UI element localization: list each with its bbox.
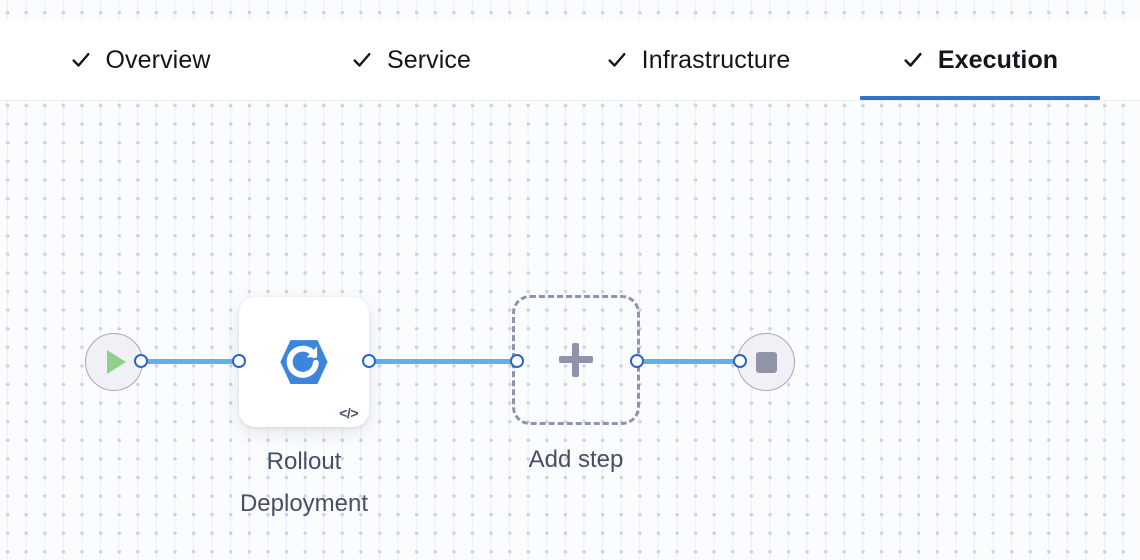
tab-overview[interactable]: Overview — [20, 20, 260, 100]
handle-rollout-source[interactable] — [362, 354, 376, 368]
execution-flow-graph: </> Rollout Deployment Add step — [0, 100, 1140, 560]
tab-overview-label: Overview — [105, 45, 211, 74]
tab-infrastructure-label: Infrastructure — [641, 45, 791, 74]
step-node-label-rollout-deployment: Rollout Deployment — [239, 448, 369, 517]
tab-list: Overview Service Infrastructure Executio… — [0, 20, 1140, 100]
handle-addstep-target[interactable] — [510, 354, 524, 368]
flow-start-node[interactable] — [85, 333, 143, 391]
add-step-label: Add step — [528, 446, 624, 473]
check-icon — [608, 52, 626, 67]
check-icon — [71, 52, 90, 67]
handle-addstep-source[interactable] — [630, 354, 644, 368]
edge-rollout-to-addstep[interactable] — [366, 359, 518, 364]
pipeline-stage-tabbar: Overview Service Infrastructure Executio… — [0, 20, 1140, 100]
handle-start-source[interactable] — [134, 354, 148, 368]
tab-infrastructure[interactable]: Infrastructure — [562, 20, 834, 100]
check-icon — [353, 52, 371, 67]
tab-execution[interactable]: Execution — [860, 20, 1100, 100]
active-tab-indicator — [860, 96, 1100, 100]
add-step-node[interactable] — [512, 295, 640, 425]
stop-icon — [755, 351, 777, 373]
tab-service-label: Service — [386, 45, 472, 74]
step-icon-container — [239, 297, 369, 427]
tab-service[interactable]: Service — [314, 20, 508, 100]
edge-start-to-rollout[interactable] — [140, 359, 244, 364]
code-icon: </> — [339, 405, 358, 421]
plus-icon — [559, 343, 593, 377]
handle-end-target[interactable] — [733, 354, 747, 368]
handle-rollout-target[interactable] — [232, 354, 246, 368]
tab-execution-label: Execution — [937, 45, 1059, 74]
rollout-deployment-icon — [280, 340, 328, 384]
play-icon — [107, 350, 126, 374]
check-icon — [904, 52, 922, 67]
edge-addstep-to-end[interactable] — [634, 359, 740, 364]
step-node-rollout-deployment[interactable]: </> — [239, 297, 369, 427]
